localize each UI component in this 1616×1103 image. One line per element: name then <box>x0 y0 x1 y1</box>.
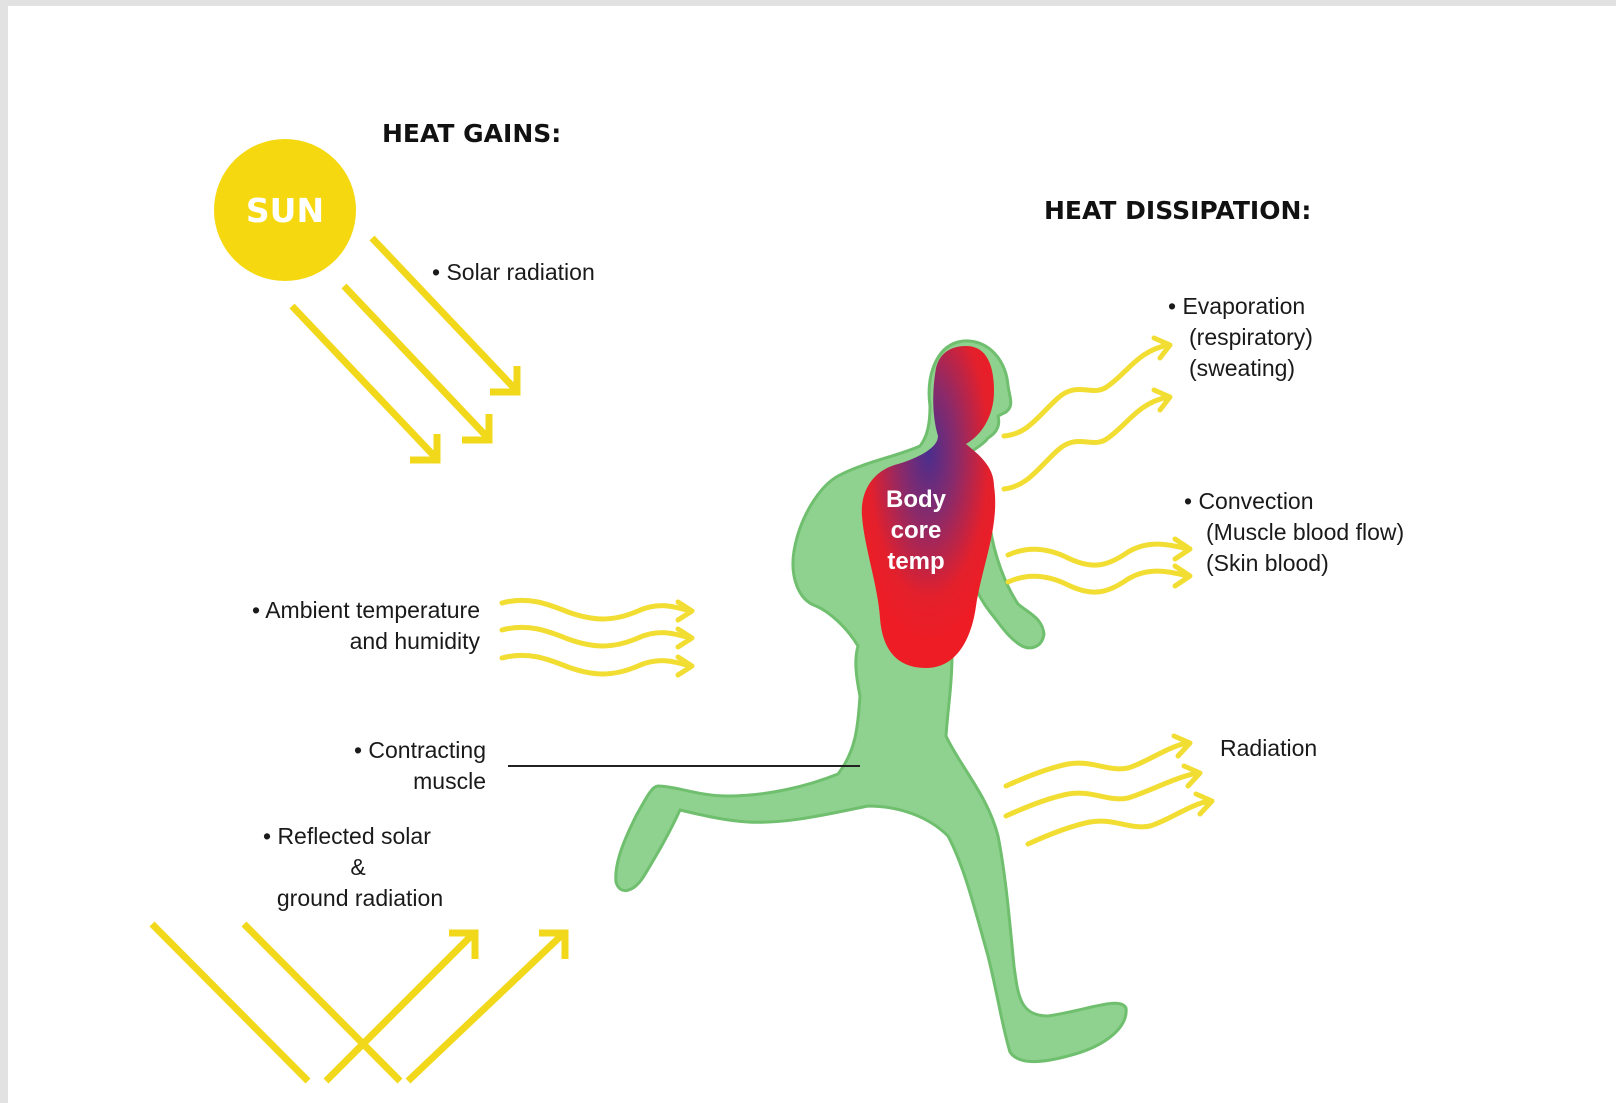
heat-balance-diagram: HEAT GAINS: HEAT DISSIPATION: SUN • Sola… <box>8 6 1616 1103</box>
reflected-label-line1: • Reflected solar <box>263 823 431 849</box>
diagram-canvas: HEAT GAINS: HEAT DISSIPATION: SUN • Sola… <box>8 6 1616 1103</box>
heat-gains-heading: HEAT GAINS: <box>382 119 561 148</box>
contracting-label-line1: • Contracting <box>354 737 486 763</box>
ambient-label-line1: • Ambient temperature <box>252 597 480 623</box>
solar-radiation-label: • Solar radiation <box>432 259 595 285</box>
evaporation-label-line1: • Evaporation <box>1168 293 1305 319</box>
contracting-label-line2: muscle <box>413 768 486 794</box>
reflected-label-line3: ground radiation <box>277 885 443 911</box>
sun-label: SUN <box>246 191 324 230</box>
evaporation-label-line2: (respiratory) <box>1189 324 1313 350</box>
ambient-label-line2: and humidity <box>350 628 481 654</box>
convection-heat-waves <box>1008 539 1190 592</box>
radiation-heat-waves <box>1006 736 1212 844</box>
reflected-radiation-arrows <box>152 924 565 1081</box>
evaporation-label-line3: (sweating) <box>1189 355 1295 381</box>
core-label-line2: core <box>891 517 942 544</box>
evaporation-heat-waves <box>1004 338 1170 489</box>
convection-label-line1: • Convection <box>1184 488 1314 514</box>
radiation-label: Radiation <box>1220 735 1317 761</box>
core-label-line1: Body <box>886 486 947 513</box>
convection-label-line3: (Skin blood) <box>1206 550 1329 576</box>
heat-dissipation-heading: HEAT DISSIPATION: <box>1044 196 1311 225</box>
ambient-heat-waves <box>502 600 692 675</box>
core-label-line3: temp <box>887 548 944 575</box>
runner-body: Body core temp <box>616 341 1126 1062</box>
convection-label-line2: (Muscle blood flow) <box>1206 519 1404 545</box>
reflected-label-line2: & <box>350 854 365 880</box>
